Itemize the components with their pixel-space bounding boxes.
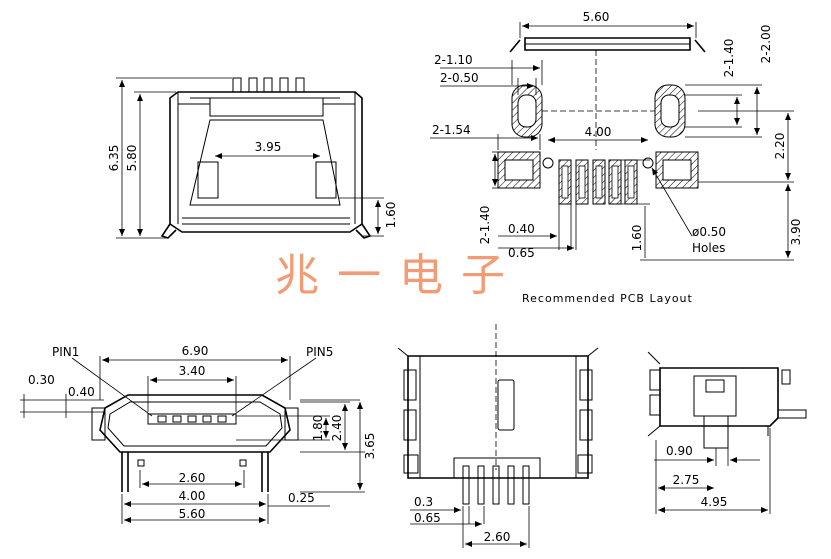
pcb-dim-slot-height: 2-1.40 (722, 39, 736, 78)
side-dim-495: 4.95 (701, 495, 728, 509)
pcb-dim-slot-outer: 2-2.00 (759, 25, 773, 64)
bl-dim-025: 0.25 (288, 491, 315, 505)
pin1-label: PIN1 (52, 345, 79, 359)
bl-dim-240: 2.40 (330, 415, 344, 442)
top-dim-pin-span: 2.60 (484, 530, 511, 544)
pcb-dim-pad-width: 2-1.54 (432, 123, 471, 137)
pcb-dim-slot-to-pad: 2.20 (773, 133, 787, 160)
pcb-hole-diameter: ø0.50 (692, 225, 726, 239)
side-dim-090: 0.90 (666, 444, 693, 458)
watermark: 兆一电子 (275, 250, 523, 301)
side-dim-275: 2.75 (673, 473, 700, 487)
pcb-dim-pad-span: 4.00 (585, 125, 612, 139)
front-dim-slot-width: 3.95 (255, 140, 282, 154)
bl-dim-outer: 6.90 (182, 344, 209, 358)
top-dim-pin-width: 0.3 (414, 495, 433, 509)
pcb-layout-caption: Recommended PCB Layout (522, 292, 693, 305)
side-view (647, 351, 807, 514)
top-dim-pin-pitch: 0.65 (414, 511, 441, 525)
bl-dim-180: 1.80 (311, 415, 325, 442)
bl-dim-030: 0.30 (28, 373, 55, 387)
pcb-dim-slot-inner: 2-0.50 (440, 71, 479, 85)
bl-dim-040: 0.40 (68, 385, 95, 399)
bl-dim-inner: 3.40 (179, 364, 206, 378)
bl-dim-260: 2.60 (179, 471, 206, 485)
pcb-dim-pin-width: 0.65 (508, 246, 535, 260)
pcb-dim-pin-length: 1.60 (630, 225, 644, 252)
front-dim-leg-height: 1.60 (384, 202, 398, 229)
pcb-layout-view (430, 22, 794, 261)
bottom-left-view (20, 356, 365, 524)
front-dim-height-body: 5.80 (125, 145, 139, 172)
bl-dim-400: 4.00 (179, 489, 206, 503)
pcb-dim-pin-pitch: 0.40 (508, 222, 535, 236)
bl-dim-560: 5.60 (179, 507, 206, 521)
top-view (397, 324, 599, 548)
bl-dim-365: 3.65 (363, 433, 377, 460)
pcb-hole-label: Holes (692, 241, 725, 255)
pin5-label: PIN5 (306, 345, 333, 359)
front-dim-height-total: 6.35 (107, 145, 121, 172)
pcb-dim-overall: 3.90 (789, 219, 803, 246)
front-view (116, 77, 384, 239)
pcb-dim-slot-width: 2-1.10 (434, 53, 473, 67)
pcb-dim-pad-height: 2-1.40 (478, 206, 492, 245)
pcb-dim-width: 5.60 (583, 10, 610, 24)
